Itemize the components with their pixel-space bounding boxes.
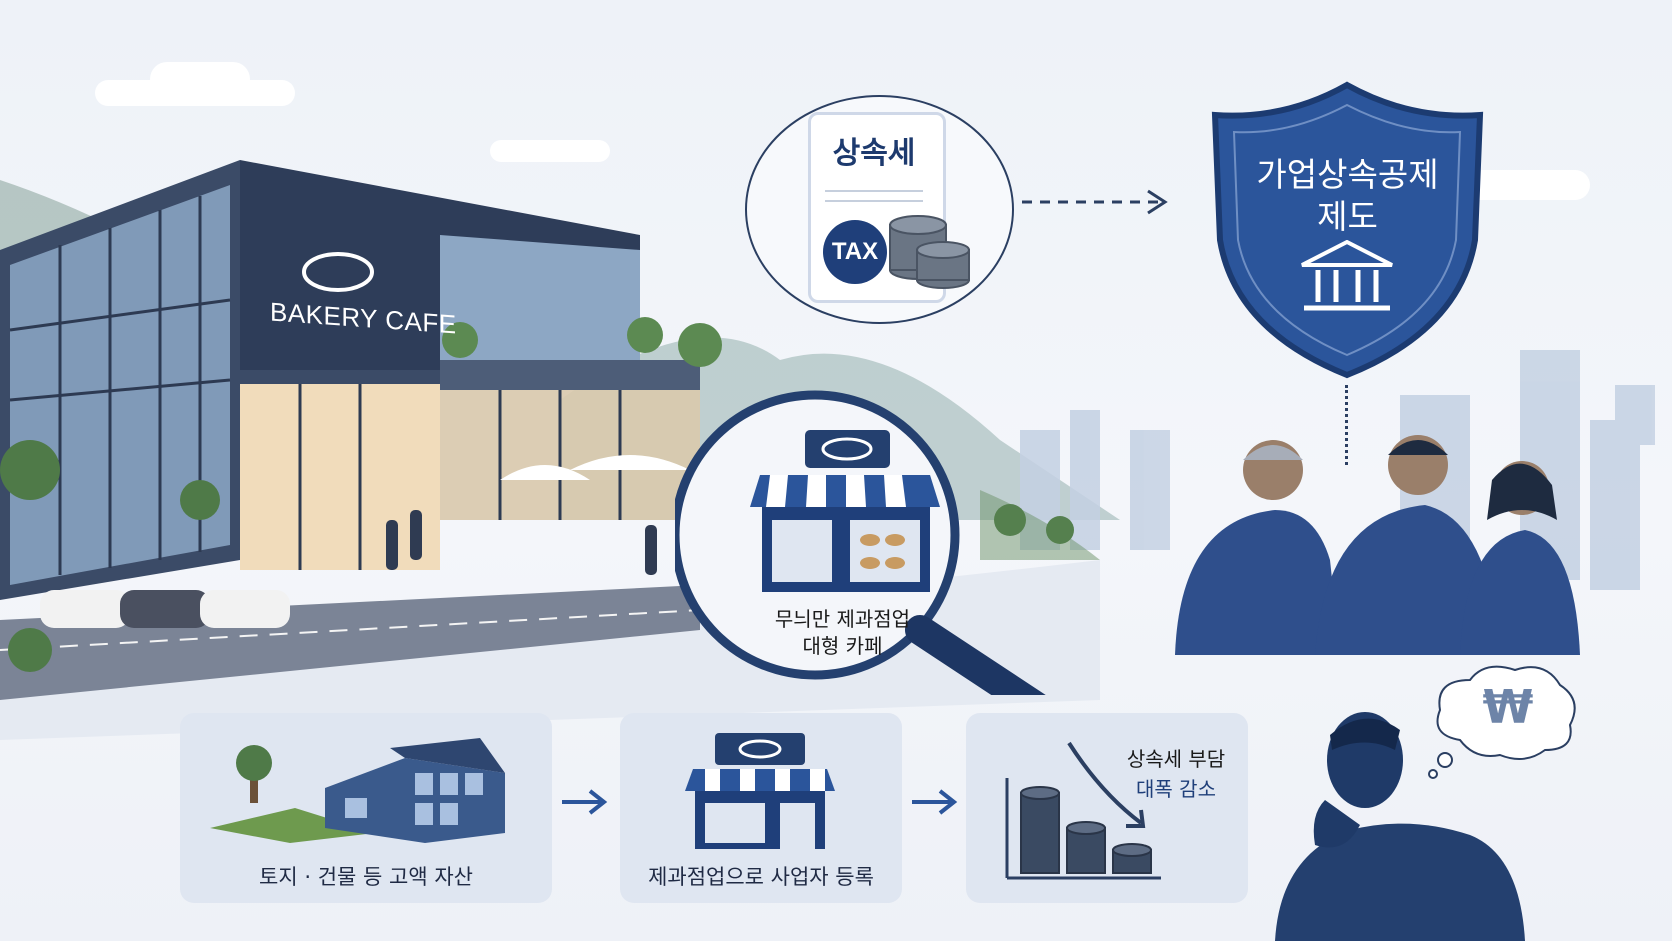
won-icon: ₩ xyxy=(1482,680,1534,734)
thought-bubble xyxy=(1428,665,1576,779)
tax-badge: TAX xyxy=(823,220,887,284)
business-people xyxy=(1175,435,1580,655)
step-label-assets: 토지 · 건물 등 고액 자산 xyxy=(259,865,473,889)
shield-icon xyxy=(1211,81,1484,379)
arrow-right-icon xyxy=(912,789,958,815)
step-panel-assets: 토지 · 건물 등 고액 자산 xyxy=(180,713,552,903)
step-panel-reduction: 상속세 부담 대폭 감소 xyxy=(966,713,1248,903)
storefront-icon xyxy=(685,733,835,849)
arrow-right-icon xyxy=(562,789,608,815)
coin-stack-icon xyxy=(889,215,970,289)
thinking-man xyxy=(1275,712,1525,941)
cloud xyxy=(95,80,295,106)
shield-line1: 가업상속공제 xyxy=(1256,155,1439,194)
doc-line xyxy=(825,190,923,192)
step-label-register: 제과점업으로 사업자 등록 xyxy=(648,865,874,889)
step-label-reduction-line2: 대폭 감소 xyxy=(1136,777,1216,801)
bread-icon xyxy=(302,252,374,292)
bakery-building xyxy=(0,160,722,672)
land-building-icon xyxy=(210,738,505,843)
shield-connector xyxy=(1345,385,1348,465)
storefront-icon xyxy=(750,430,940,592)
doc-line xyxy=(825,200,923,202)
bank-building-icon xyxy=(1301,240,1393,311)
coin-stack-icon xyxy=(1005,741,1161,880)
arrow-right-icon xyxy=(1022,189,1168,215)
tax-doc-title: 상속세 xyxy=(832,136,916,171)
magnifier-line1: 무늬만 제과점업 xyxy=(774,607,911,631)
down-trend-arrow-icon xyxy=(1067,741,1143,825)
step-label-reduction-line1: 상속세 부담 xyxy=(1126,747,1226,771)
magnifier-line2: 대형 카페 xyxy=(802,634,883,658)
shield-line2: 제도 xyxy=(1317,197,1378,236)
step-panel-register: 제과점업으로 사업자 등록 xyxy=(620,713,902,903)
cloud xyxy=(490,140,610,162)
